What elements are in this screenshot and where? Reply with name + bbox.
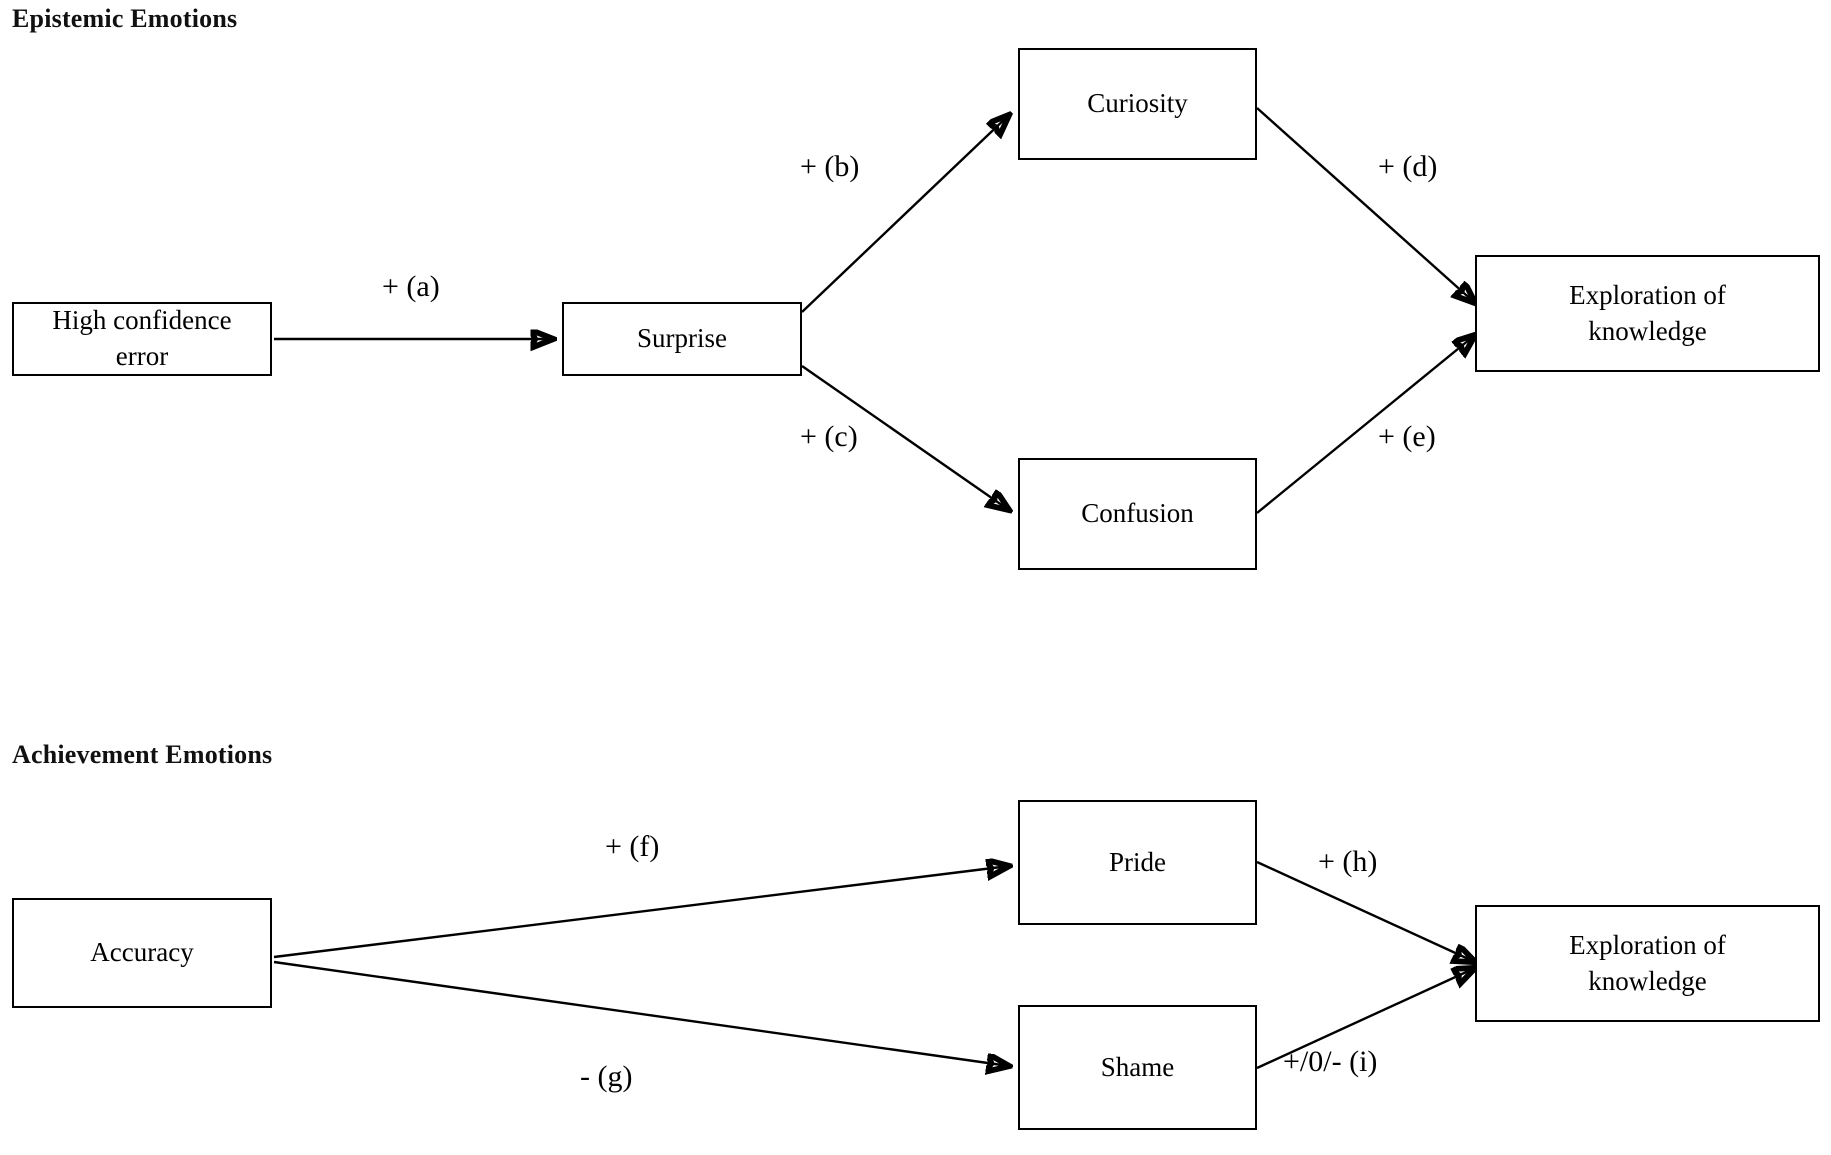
node-exploration-of-knowledge-epistemic-label: Exploration of knowledge [1569, 279, 1726, 346]
edge-f-arrow [273, 866, 1009, 959]
node-curiosity-label: Curiosity [1087, 88, 1188, 119]
edge-label-d: + (d) [1378, 150, 1438, 183]
edge-e-arrow [1256, 335, 1475, 514]
node-high-confidence-error-label: High confidence error [52, 305, 232, 371]
node-accuracy-label: Accuracy [90, 937, 194, 968]
node-confusion-label: Confusion [1081, 498, 1194, 529]
edge-label-h: + (h) [1318, 845, 1378, 878]
edge-label-b: + (b) [800, 150, 860, 183]
node-shame[interactable]: Shame [1018, 1005, 1257, 1130]
edge-g-arrow [273, 960, 1009, 1066]
section-title-epistemic: Epistemic Emotions [12, 4, 238, 33]
edge-b-arrow [801, 115, 1009, 313]
node-surprise[interactable]: Surprise [562, 302, 802, 376]
node-pride[interactable]: Pride [1018, 800, 1257, 925]
edge-label-e: + (e) [1378, 420, 1436, 453]
node-curiosity[interactable]: Curiosity [1018, 48, 1257, 160]
edge-label-c: + (c) [800, 420, 858, 453]
node-surprise-label: Surprise [637, 323, 727, 354]
node-shame-label: Shame [1100, 1051, 1175, 1082]
node-exploration-of-knowledge-epistemic[interactable]: Exploration of knowledge [1475, 255, 1820, 372]
node-high-confidence-error[interactable]: High confidence error [12, 302, 272, 376]
edge-label-f: + (f) [605, 830, 660, 863]
edge-label-i: +/0/- (i) [1283, 1045, 1378, 1078]
node-pride-label: Pride [1109, 846, 1166, 877]
edge-d-arrow [1256, 107, 1475, 303]
node-confusion[interactable]: Confusion [1018, 458, 1257, 570]
edge-label-a: + (a) [382, 270, 440, 303]
edge-label-g: - (g) [580, 1060, 633, 1093]
node-accuracy[interactable]: Accuracy [12, 898, 272, 1008]
node-exploration-of-knowledge-achievement[interactable]: Exploration of knowledge [1475, 905, 1820, 1022]
section-title-achievement: Achievement Emotions [12, 740, 273, 769]
node-exploration-of-knowledge-achievement-label: Exploration of knowledge [1569, 929, 1726, 996]
